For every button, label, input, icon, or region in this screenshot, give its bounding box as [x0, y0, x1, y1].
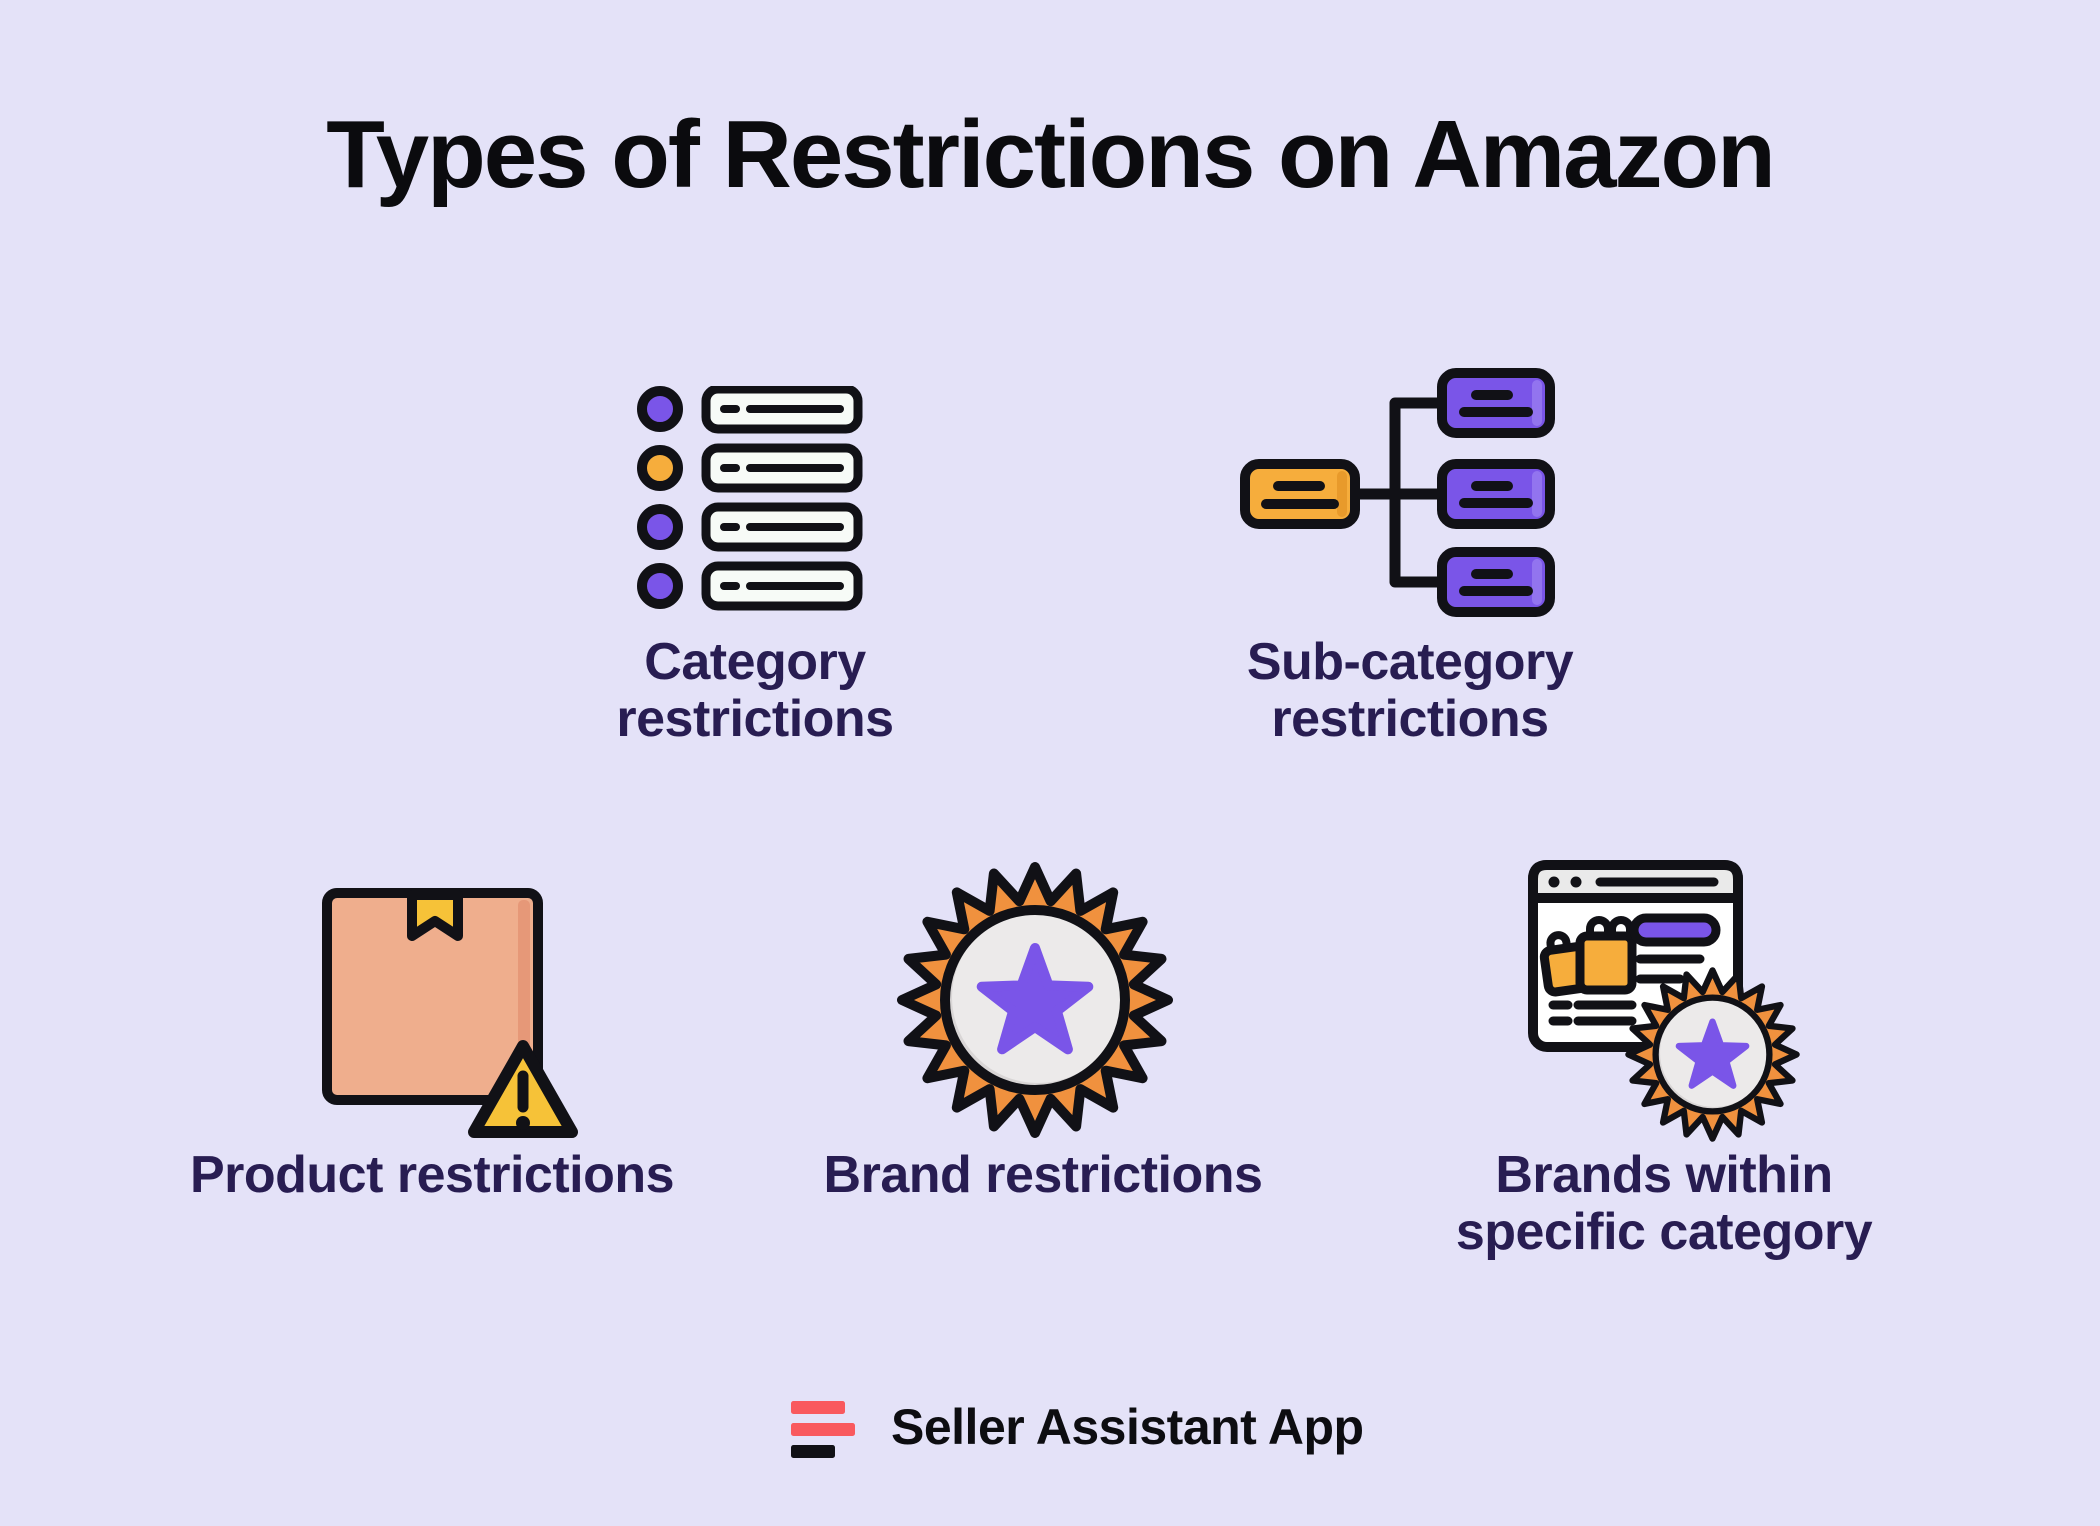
star-badge-icon: [895, 860, 1175, 1140]
item-label-product: Product restrictions: [189, 1146, 675, 1204]
logo-bar-middle: [791, 1423, 855, 1436]
item-label-brand: Brand restrictions: [823, 1146, 1263, 1204]
seller-assistant-logo-icon: [791, 1396, 855, 1458]
item-label-sub-category: Sub-category restrictions: [1246, 633, 1574, 748]
checklist-icon: [637, 386, 863, 611]
logo-bar-bottom: [791, 1445, 835, 1458]
footer-brand-name: Seller Assistant App: [891, 1399, 1364, 1455]
logo-bar-top: [791, 1401, 845, 1414]
star-badge-small-icon: [1624, 966, 1801, 1143]
footer: Seller Assistant App: [791, 1396, 1364, 1458]
hierarchy-icon: [1240, 368, 1555, 617]
page-title: Types of Restrictions on Amazon: [326, 101, 1776, 208]
item-label-brands-within-category: Brands within specific category: [1455, 1146, 1873, 1261]
item-label-category: Category restrictions: [616, 633, 894, 748]
package-warning-icon: [322, 888, 578, 1138]
